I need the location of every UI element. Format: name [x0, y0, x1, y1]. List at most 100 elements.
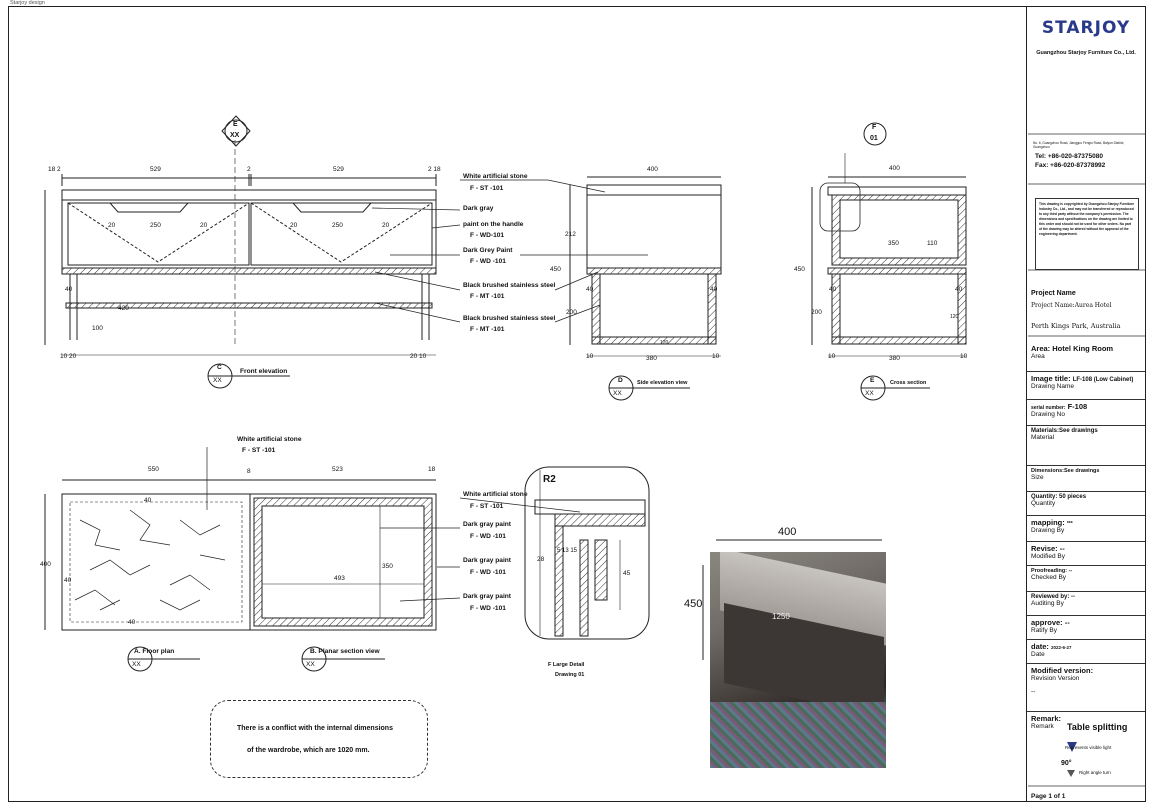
quantity-value: 50 pieces [1059, 494, 1087, 500]
callout-stone-code: F - ST -101 [470, 185, 504, 192]
dim-side-212: 212 [565, 231, 576, 238]
dim-front-top-mid: 2 [247, 166, 251, 173]
marker-f-bottom: 01 [870, 135, 878, 142]
marker-e-bottom: XX [230, 132, 240, 139]
detail-sub: Drawing 01 [555, 672, 585, 678]
floor-plan-title: A. Floor plan [134, 648, 175, 655]
drawing-frame [8, 6, 1146, 802]
dim-side-40: 40 [586, 286, 594, 293]
project-name: Project Name:Aurea Hotel [1031, 302, 1112, 309]
reviewed-cell: Reviewed by: -- Auditing By [1027, 592, 1145, 616]
header-note: Starjoy design [10, 0, 45, 6]
photo-dim-450: 450 [684, 598, 703, 610]
callout-dark-gray: Dark gray [463, 205, 494, 212]
company-fax: Fax: +86-020-87378992 [1035, 162, 1106, 169]
remark-title: Table splitting [1067, 722, 1128, 732]
callout-paint-3-code: F - WD -101 [470, 605, 506, 612]
front-callout-sub: XX [213, 377, 222, 384]
dim-front-top-left: 18 2 [48, 166, 61, 173]
callout-detail-stone-code: F - ST -101 [470, 503, 504, 510]
note-line-2: of the wardrobe, which are 1020 mm. [247, 747, 370, 754]
company-name: Guangzhou Starjoy Furniture Co., Ltd. [1036, 50, 1136, 56]
project-location: Perth Kings Park, Australia [1031, 322, 1121, 330]
callout-grey-code: F - WD -101 [470, 258, 506, 265]
front-view-title: Front elevation [240, 368, 288, 375]
image-title-cell: Image title: LF-108 (Low Cabinet) Drawin… [1027, 372, 1145, 400]
photo-dim-400: 400 [778, 526, 797, 538]
dim-front-inner: 20 [290, 222, 298, 229]
date-value: 2022-6-27 [1051, 645, 1072, 650]
dim-front-420: 420 [118, 305, 129, 312]
callout-steel-2-code: F - MT -101 [470, 326, 505, 333]
dim-front-inner: 20 [108, 222, 116, 229]
callout-steel-2: Black brushed stainless steel [463, 315, 556, 322]
dim-front-inner: 20 [200, 222, 208, 229]
revise-cell: Revise: -- Modified By [1027, 542, 1145, 566]
dim-front-bottom-left: 10 20 [60, 353, 77, 360]
dim-side-40b: 40 [710, 286, 718, 293]
planar-callout-sub: XX [306, 661, 315, 668]
note-line-1: There is a conflict with the internal di… [237, 725, 393, 732]
serial-number: F-108 [1067, 402, 1088, 411]
area-cell: Area: Hotel King Room Area [1027, 342, 1145, 372]
dim-front-top-b: 529 [333, 166, 344, 173]
company-logo: STARJOY [1041, 18, 1131, 38]
callout-stone: White artificial stone [463, 173, 528, 180]
dim-detail-45: 45 [623, 570, 631, 577]
company-address: No. 6, Guangzhou Road, Jiangguo Fenglu R… [1033, 141, 1125, 149]
dim-cross-40b: 40 [955, 286, 963, 293]
dim-side-bottom: 380 [646, 355, 657, 362]
callout-paint-1-code: F - WD -101 [470, 533, 506, 540]
dim-cross-10b: 10 [960, 353, 968, 360]
legend-angle: Right angle turn [1079, 770, 1111, 775]
cross-view-title: Cross section [890, 380, 927, 386]
dim-cross-450: 450 [794, 266, 805, 273]
marker-e-top: E [233, 121, 238, 128]
marker-f-top: F [872, 124, 877, 131]
section-marker-f [863, 122, 887, 146]
dim-side-200: 200 [566, 309, 577, 316]
photo-dim-1250: 1250 [772, 612, 790, 621]
page-number: Page 1 of 1 [1031, 793, 1066, 800]
dim-side-120: 120 [660, 340, 669, 346]
dim-cross-10: 10 [828, 353, 836, 360]
dim-side-450: 450 [550, 266, 561, 273]
dim-detail-28: 28 [537, 556, 545, 563]
area-value: Hotel King Room [1052, 344, 1114, 353]
section-marker-e [224, 119, 248, 143]
dim-cross-110: 110 [927, 240, 938, 247]
materials-cell: Materials:See drawings Material [1027, 426, 1145, 466]
front-elevation-drawing [44, 115, 437, 356]
callout-paint-3: Dark gray paint [463, 593, 512, 600]
right-angle-icon [1067, 770, 1075, 777]
project-name-label: Project Name [1031, 290, 1076, 297]
dim-cross-200: 200 [811, 309, 822, 316]
planar-view-title: B. Planar section view [310, 648, 380, 655]
dim-front-40: 40 [65, 286, 73, 293]
callout-plan-stone-code: F - ST -101 [242, 447, 276, 454]
callout-detail-stone: White artificial stone [463, 491, 528, 498]
quantity-cell: Quantity: 50 pieces Quantity [1027, 492, 1145, 516]
materials-value: See drawings [1059, 428, 1098, 434]
detail-radius: R2 [543, 474, 556, 485]
dim-side-top: 400 [647, 166, 658, 173]
image-title: LF-108 (Low Cabinet) [1072, 377, 1134, 383]
detail-title: F Large Detail [548, 662, 585, 668]
dim-cross-bottom: 380 [889, 355, 900, 362]
dim-front-100: 100 [92, 325, 103, 332]
callout-steel-1-code: F - MT -101 [470, 293, 505, 300]
floor-plan-drawing [44, 479, 437, 631]
dim-cross-120: 120 [950, 314, 959, 320]
dim-plan-400: 400 [40, 561, 51, 568]
legend-angle-value: 90° [1061, 760, 1072, 767]
callout-handle-code: F - WD-101 [470, 232, 505, 239]
approve-cell: approve: -- Ratify By [1027, 616, 1145, 640]
dim-front-inner: 250 [150, 222, 161, 229]
dim-plan-40: 40 [144, 497, 152, 504]
callout-grey-paint: Dark Grey Paint [463, 247, 513, 254]
dim-plan-18: 18 [428, 466, 436, 473]
remark-cell: Remark: Remark Table splitting Represent… [1031, 714, 1128, 777]
dim-front-inner: 250 [332, 222, 343, 229]
side-elevation-drawing [569, 176, 722, 357]
